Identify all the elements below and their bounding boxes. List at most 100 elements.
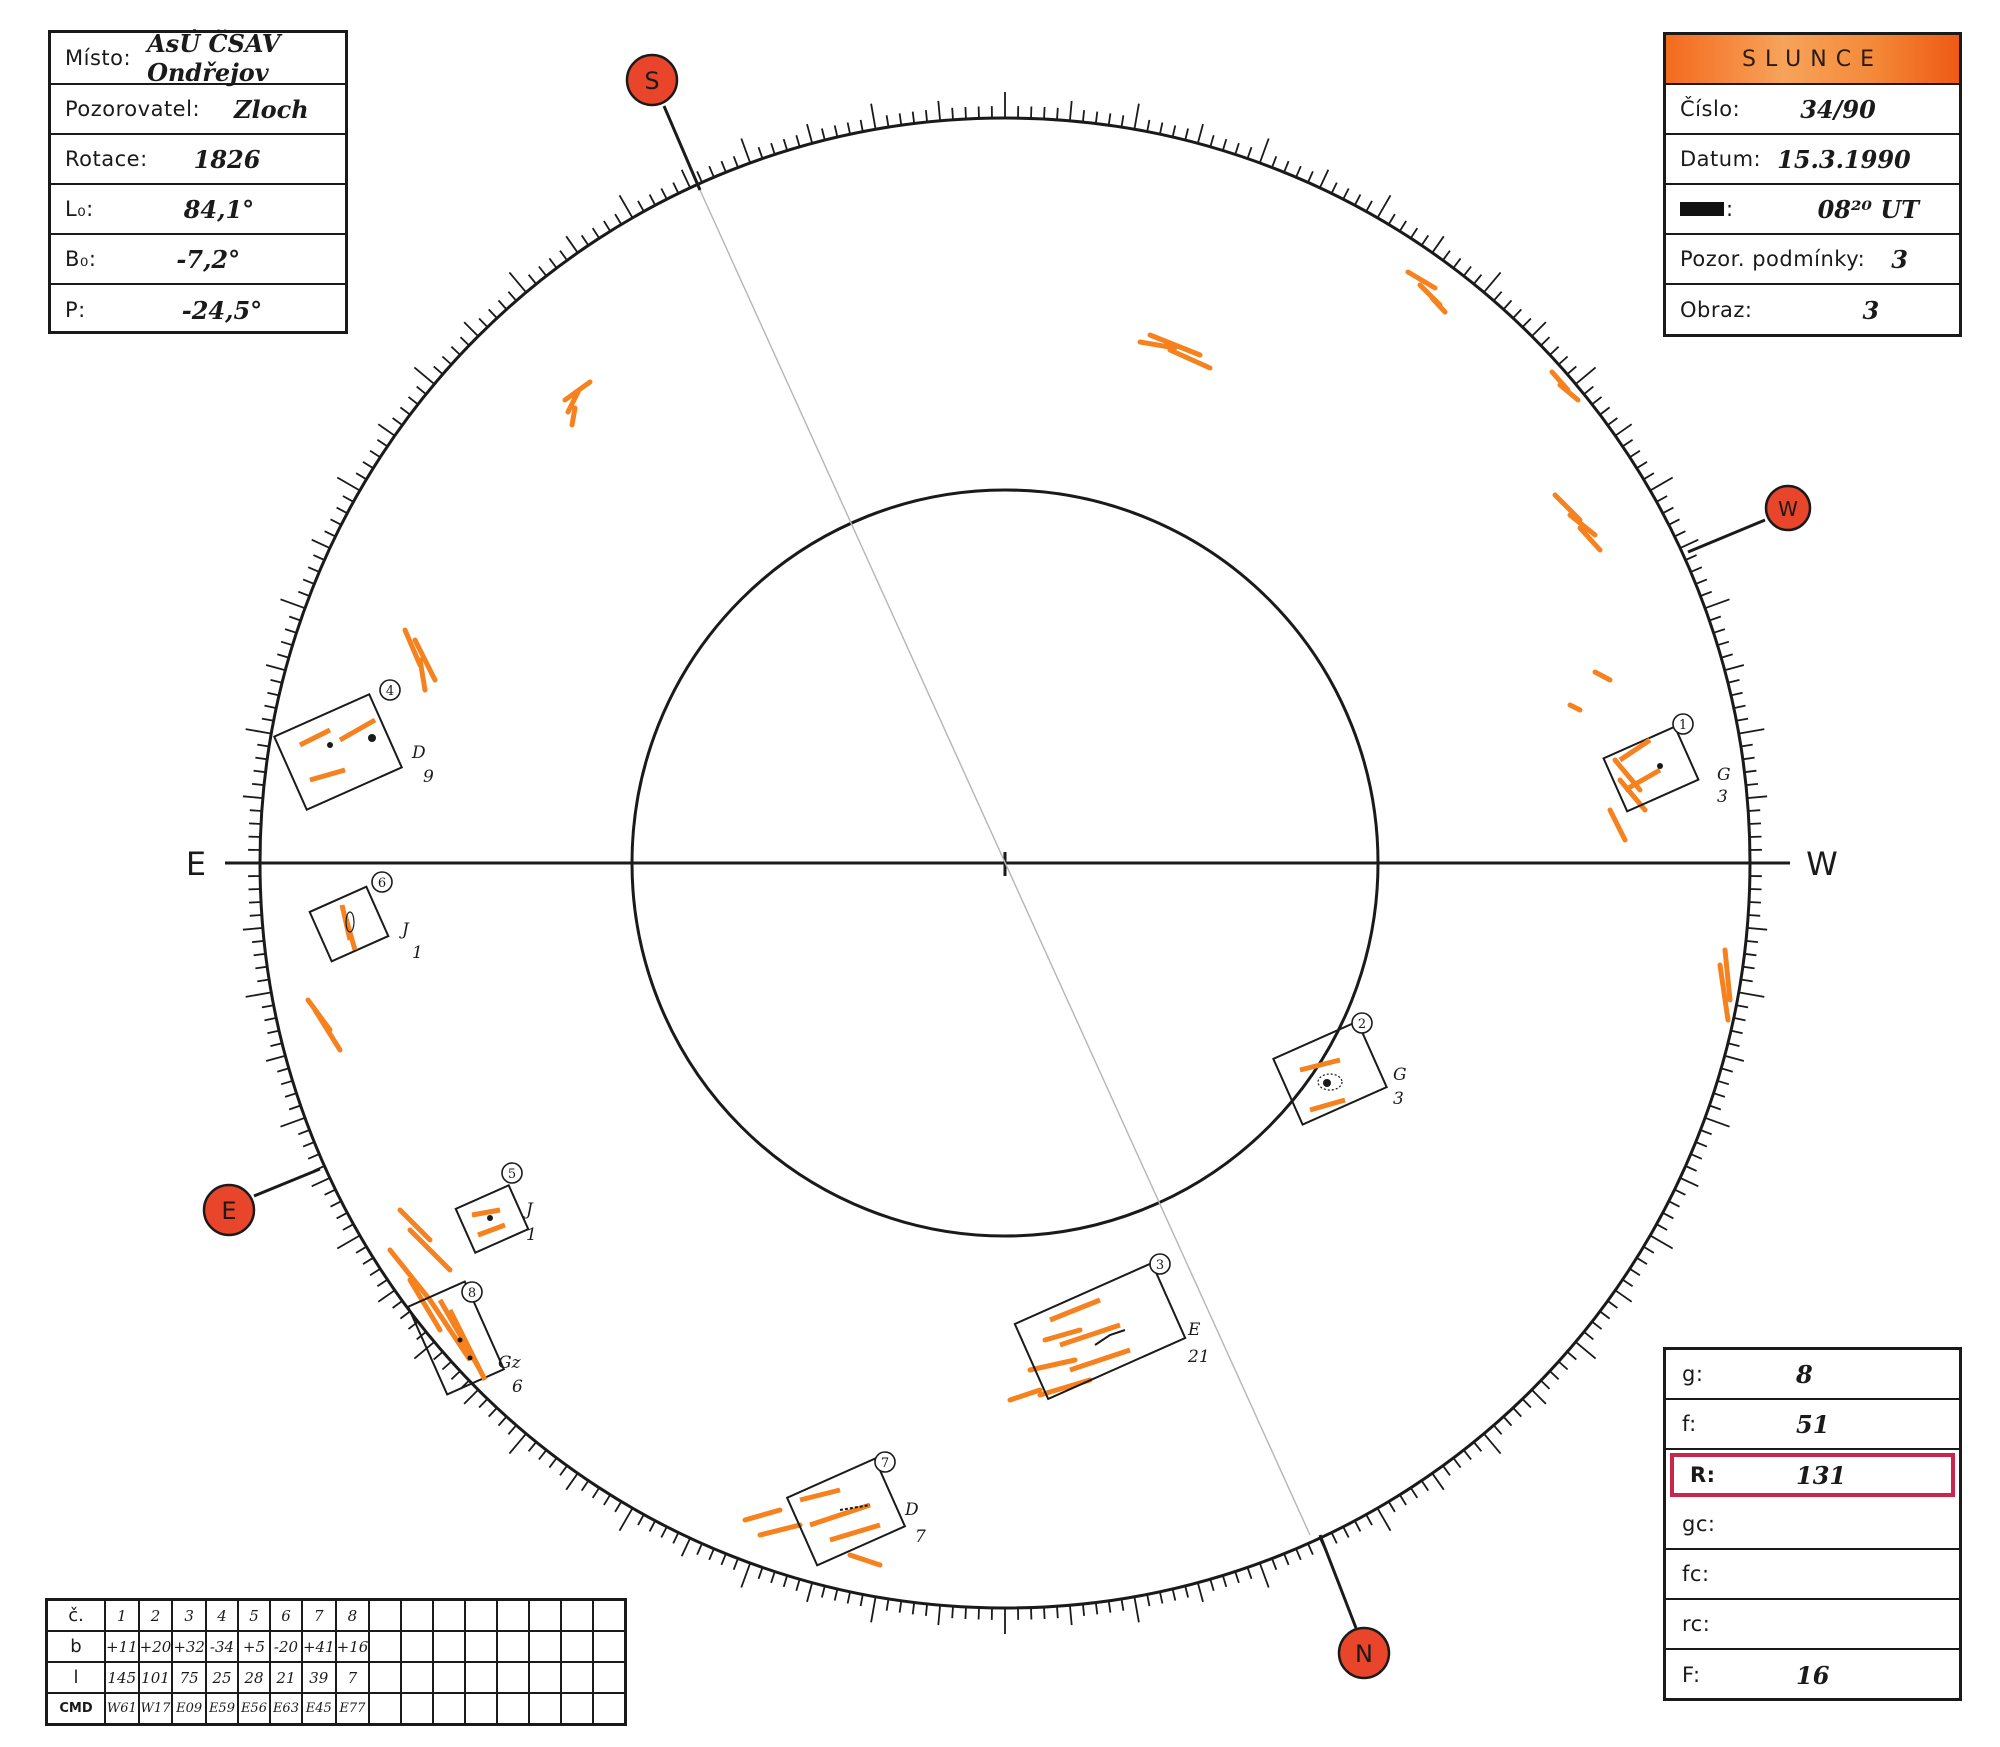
facula-i [402,627,438,693]
limb-tick [478,1398,489,1409]
limb-tick [342,1223,354,1231]
limb-tick [1493,1424,1503,1435]
podminky-label: Pozor. podmínky: [1680,247,1866,271]
relative-number-box: g: 8 f: 51 R: 131 gc: fc: rc: F: 16 [1663,1347,1962,1701]
datum-row: Datum: 15.3.1990 [1666,135,1959,185]
limb-tick [1452,257,1462,269]
sunspot-groups: 1 G 3 2 G 3 3 E 21 [272,679,1731,1567]
limb-tick [1531,321,1547,337]
gc-label: gc: [1682,1512,1716,1536]
limb-tick [508,271,527,293]
group-5-class-bottom: 1 [526,1225,537,1245]
limb-tick [911,111,916,124]
limb-tick [1069,100,1073,121]
limb-tick [1736,717,1749,722]
limb-tick [416,385,427,395]
facula-a [562,379,593,428]
limb-tick [1410,1487,1419,1499]
limb-tick [1043,106,1046,120]
west-axis-label: W [1806,845,1838,883]
limb-tick [264,704,277,709]
datum-label: Datum: [1680,147,1762,171]
facula-j [305,997,343,1053]
limb-tick [1246,146,1253,159]
limb-tick [336,1234,361,1250]
table-cell-empty [368,1630,403,1663]
facula-k [397,1207,453,1273]
limb-tick [565,1472,579,1491]
limb-tick [377,1289,396,1303]
limb-tick [313,554,325,561]
limb-tick [1387,1501,1396,1513]
table-cell: 25 [204,1661,239,1694]
limb-tick [538,1449,548,1461]
limb-tick [1747,927,1768,931]
limb-tick [1512,1407,1522,1418]
limb-tick [1674,1188,1686,1196]
faculae-layer [305,269,1733,1568]
table-cell-empty [432,1692,467,1726]
table-cell: 3 [171,1598,207,1632]
limb-tick [1745,783,1758,786]
group-4-number: 4 [386,684,394,699]
F-row: F: 16 [1666,1650,1959,1700]
limb-tick [591,1487,600,1499]
limb-tick [925,1603,928,1616]
limb-tick [782,1575,789,1588]
table-cell-empty [496,1598,531,1632]
table-cell: 8 [334,1598,371,1632]
limb-tick [336,506,348,514]
rotace-value: 1826 [193,144,261,174]
limb-tick [1056,1606,1059,1619]
limb-tick [911,1602,916,1615]
limb-tick [1717,1079,1730,1086]
limb-tick [377,423,396,437]
obraz-row: Obraz: 3 [1666,285,1959,335]
limb-tick [821,1585,826,1598]
group-5-class-top: J [523,1200,534,1220]
limb-tick [433,365,444,375]
table-cell-empty [400,1692,435,1726]
limb-tick [1607,1300,1618,1309]
limb-tick [507,1424,517,1435]
limb-tick [740,138,752,164]
limb-tick [1636,1257,1648,1265]
limb-tick [1120,1598,1125,1611]
limb-tick [696,1543,703,1555]
limb-tick [311,1177,331,1188]
group-2-number: 2 [1358,1017,1366,1032]
limb-tick [1399,220,1407,232]
limb-tick [548,257,558,269]
limb-tick [324,1188,336,1196]
limb-tick [1258,138,1270,164]
group-2-class-top: G [1393,1065,1407,1085]
limb-tick [1742,965,1755,970]
limb-tick [1629,1268,1641,1277]
table-cell: 2 [137,1598,174,1632]
limb-tick [1107,1600,1112,1613]
limb-tick [1283,160,1290,173]
limb-tick [720,1553,727,1566]
group-8-class-bottom: 6 [512,1377,523,1397]
limb-tick [1462,265,1472,277]
east-axis-label: E [186,845,206,883]
limb-tick [1662,1212,1674,1220]
table-cell: 75 [171,1661,207,1694]
group-2-class-bottom: 3 [1393,1089,1404,1109]
group-7: 7 D 7 [785,1451,926,1567]
l0-label: L₀: [65,197,94,221]
limb-tick [267,1029,280,1035]
limb-tick [1319,169,1330,189]
table-cell: 101 [137,1661,174,1694]
limb-tick [1727,1042,1740,1047]
limb-tick [1196,123,1204,144]
limb-tick [951,1606,954,1619]
table-cell: 4 [204,1598,239,1632]
limb-tick [885,115,890,128]
limb-tick [740,1562,752,1588]
limb-tick [407,396,419,406]
limb-tick [846,122,851,135]
limb-tick [770,142,776,155]
limb-tick [1733,1017,1746,1022]
